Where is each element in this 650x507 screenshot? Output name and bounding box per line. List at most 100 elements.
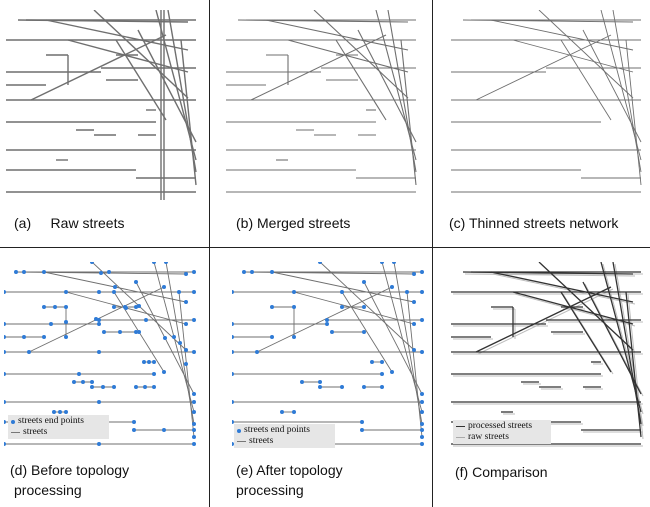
end-point <box>412 322 416 326</box>
street-line <box>477 288 614 355</box>
end-point <box>360 420 364 424</box>
end-point <box>362 305 366 309</box>
end-point <box>64 305 68 309</box>
end-point <box>42 305 46 309</box>
end-point <box>392 262 396 264</box>
street-line <box>490 19 634 51</box>
street-line <box>400 39 417 186</box>
street-line <box>584 283 644 397</box>
end-point <box>152 360 156 364</box>
end-point <box>420 442 424 446</box>
end-point <box>420 392 424 396</box>
end-point <box>362 330 366 334</box>
end-point <box>184 272 188 276</box>
end-point <box>192 410 196 414</box>
end-point <box>380 372 384 376</box>
street-line <box>512 39 634 73</box>
end-point <box>90 385 94 389</box>
end-point <box>134 385 138 389</box>
end-point <box>137 304 141 308</box>
end-point <box>280 410 284 414</box>
panel-a: (a) Raw streets <box>0 0 209 247</box>
end-point <box>232 420 234 424</box>
street-line <box>357 29 417 143</box>
end-point <box>144 318 148 322</box>
end-point <box>292 410 296 414</box>
end-point <box>184 362 188 366</box>
end-point <box>132 420 136 424</box>
end-point <box>192 442 196 446</box>
end-point <box>250 270 254 274</box>
end-point <box>184 322 188 326</box>
street-line <box>313 10 409 99</box>
street-line <box>180 39 197 186</box>
end-point <box>64 335 68 339</box>
merged-streets-map <box>226 10 417 193</box>
end-point <box>242 270 246 274</box>
street-line <box>256 286 393 353</box>
line-marker-icon <box>237 441 246 442</box>
end-point <box>14 270 18 274</box>
street-line <box>612 10 642 173</box>
street-line <box>293 291 415 325</box>
end-point <box>112 385 116 389</box>
end-point <box>178 341 182 345</box>
end-point <box>380 385 384 389</box>
end-point <box>81 380 85 384</box>
end-point <box>107 270 111 274</box>
end-point <box>192 435 196 439</box>
end-point <box>172 335 176 339</box>
end-point <box>362 385 366 389</box>
end-point <box>64 290 68 294</box>
caption-a: (a) Raw streets <box>14 215 125 231</box>
end-point <box>152 385 156 389</box>
street-line <box>538 10 634 99</box>
street-line <box>335 39 387 121</box>
street-line <box>287 39 409 73</box>
raw-line-icon <box>456 437 465 438</box>
end-point <box>42 335 46 339</box>
legend-points-label: streets end points <box>18 416 84 426</box>
street-line <box>30 34 167 101</box>
street-line <box>67 39 189 73</box>
end-point <box>90 262 94 264</box>
panel-d: streets end points streets (d) Before to… <box>0 248 209 507</box>
end-point <box>325 318 329 322</box>
end-point <box>340 305 344 309</box>
end-point <box>112 290 116 294</box>
end-point <box>420 350 424 354</box>
divider-h1 <box>0 247 650 248</box>
street-line <box>93 10 189 99</box>
end-point <box>162 428 166 432</box>
end-point <box>52 410 56 414</box>
end-point <box>4 350 6 354</box>
point-marker-icon <box>11 419 15 424</box>
end-point <box>22 335 26 339</box>
end-point <box>232 335 234 339</box>
end-point <box>192 422 196 426</box>
street-line <box>265 19 409 51</box>
end-point <box>22 270 26 274</box>
end-point <box>360 428 364 432</box>
end-point <box>49 322 53 326</box>
end-point <box>270 270 274 274</box>
end-point <box>192 270 196 274</box>
street-line <box>560 291 612 373</box>
panel-f: processed streets raw streets (f) Compar… <box>433 248 650 507</box>
end-point <box>162 370 166 374</box>
street-line <box>614 263 644 427</box>
end-point <box>192 428 196 432</box>
end-point <box>232 442 234 446</box>
end-point <box>163 336 167 340</box>
street-line <box>582 29 642 143</box>
caption-e-line1: (e) After topology <box>236 462 343 478</box>
end-point <box>97 322 101 326</box>
end-point <box>64 320 68 324</box>
end-point <box>94 317 98 321</box>
end-point <box>192 350 196 354</box>
street-line <box>363 281 423 395</box>
end-point <box>58 410 62 414</box>
street-line <box>341 291 393 373</box>
end-point <box>184 300 188 304</box>
